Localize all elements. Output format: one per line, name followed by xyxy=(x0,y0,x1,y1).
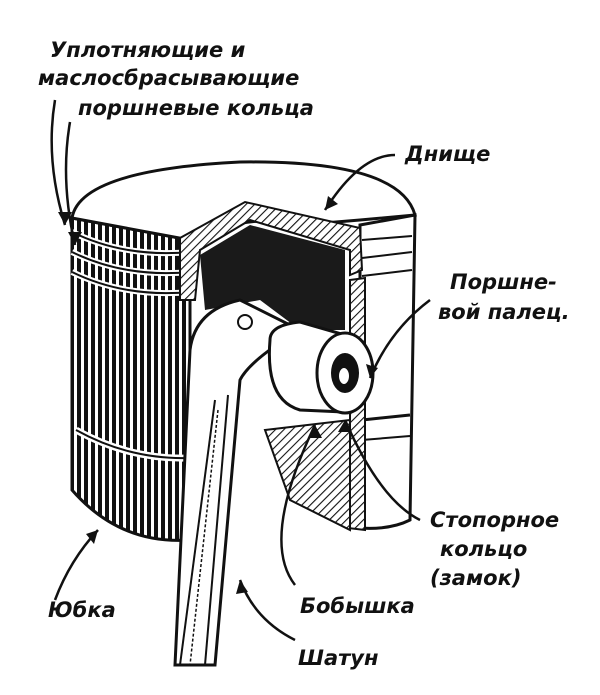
piston-boss xyxy=(263,418,351,532)
label-rings-line3: поршневые кольца xyxy=(78,96,314,120)
label-crown: Днище xyxy=(405,142,491,166)
label-pin-line2: вой палец. xyxy=(438,300,570,324)
piston-pin xyxy=(267,320,375,415)
label-rod: Шатун xyxy=(298,646,379,670)
piston-skirt xyxy=(70,216,192,542)
label-pin-line1: Поршне- xyxy=(450,270,557,294)
label-circlip-line1: Стопорное xyxy=(430,508,560,532)
label-circlip-line2: кольцо xyxy=(440,537,528,561)
crown-section xyxy=(179,200,364,301)
arrow-heads xyxy=(58,196,378,594)
label-rings-line1: Уплотняющие и xyxy=(50,38,246,62)
label-circlip-line3: (замок) xyxy=(430,566,522,590)
label-boss: Бобышка xyxy=(300,594,415,618)
label-rings-line2: маслосбрасывающие xyxy=(38,66,300,90)
label-skirt: Юбка xyxy=(48,598,116,622)
